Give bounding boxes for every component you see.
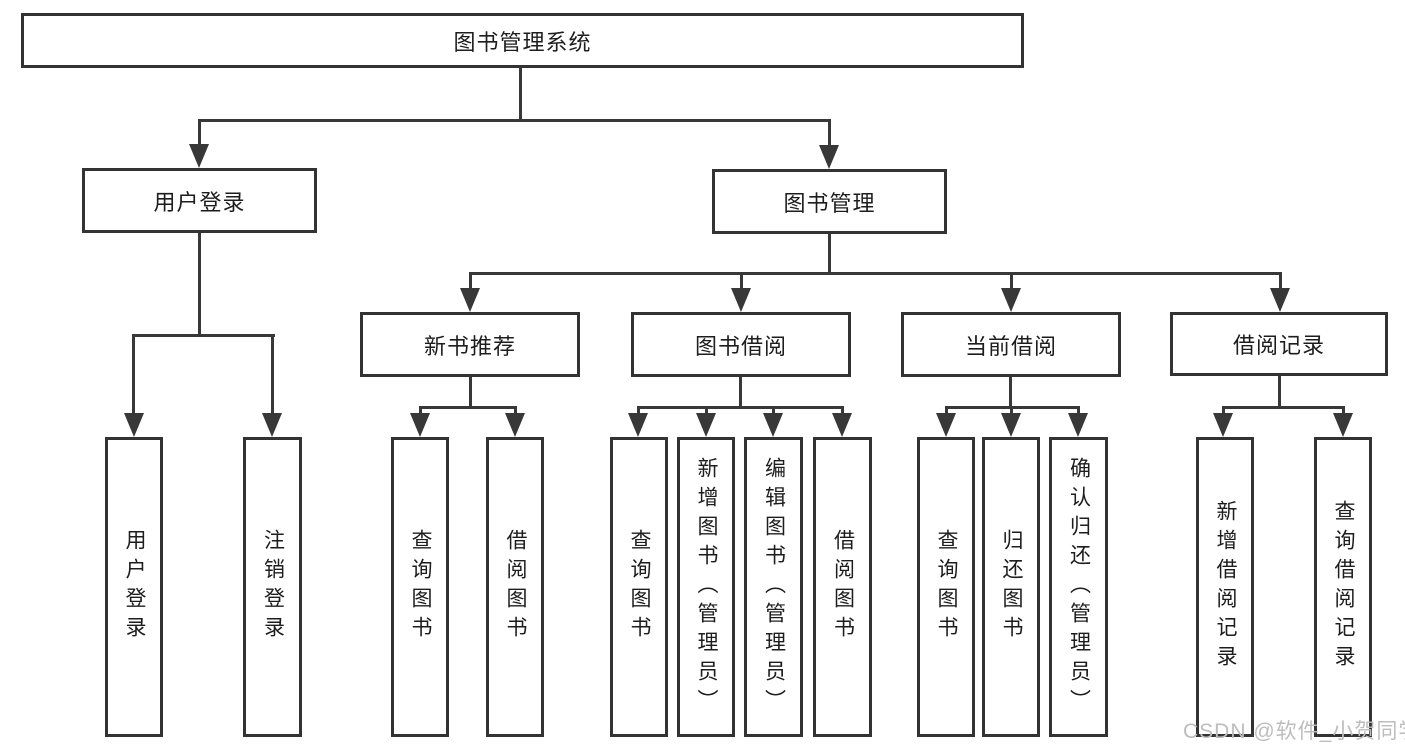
leaf-logout: 注销登录 [243, 437, 302, 737]
arrow-down-icon [410, 413, 430, 437]
connector-down [469, 377, 472, 409]
arrow-down-icon [262, 413, 282, 437]
arrow-down-icon [763, 413, 783, 437]
leaf-user-login: 用户登录 [105, 437, 163, 737]
node-library-management-system: 图书管理系统 [21, 13, 1024, 68]
connector-level3-stem [1279, 272, 1282, 293]
leaf-confirm-return-admin: 确认归还（管理员） [1049, 437, 1108, 737]
connector-leaf-stem [1077, 406, 1080, 417]
arrow-down-icon [936, 413, 956, 437]
connector-level3-stem [1010, 272, 1013, 293]
connector-root-stem [519, 67, 522, 121]
leaf-query-books-3: 查询图书 [917, 437, 975, 737]
arrow-down-icon [1270, 288, 1290, 312]
leaf-query-books-1: 查询图书 [391, 437, 449, 737]
connector-down [1009, 377, 1012, 409]
connector-leaf-stem [271, 334, 274, 419]
arrow-down-icon [628, 413, 648, 437]
connector-book-management-down [828, 234, 831, 275]
connector-leaf-stem [945, 406, 948, 417]
connector-user-login-down [198, 233, 201, 337]
connector-down [739, 377, 742, 409]
node-new-book-recommend: 新书推荐 [360, 312, 580, 377]
arrow-down-icon [505, 413, 525, 437]
connector-leaf-stem [705, 406, 708, 417]
connector-leaf-stem [1222, 406, 1225, 417]
csdn-watermark: CSDN @软件_小贺同学 [1183, 720, 1405, 743]
connector-leaf-stem [841, 406, 844, 417]
arrow-down-icon [1001, 413, 1021, 437]
connector-leaf-stem [637, 406, 640, 417]
arrow-down-icon [819, 145, 839, 169]
leaf-return-books: 归还图书 [982, 437, 1040, 737]
arrow-down-icon [460, 288, 480, 312]
connector-level3-stem [469, 272, 472, 293]
arrow-down-icon [1068, 413, 1088, 437]
arrow-down-icon [832, 413, 852, 437]
connector-leaf-stem [132, 334, 135, 419]
leaf-add-books-admin: 新增图书（管理员） [677, 437, 735, 737]
leaf-edit-books-admin: 编辑图书（管理员） [744, 437, 803, 737]
connector-user-login-stem [198, 119, 201, 150]
arrow-down-icon [1333, 413, 1353, 437]
node-book-borrow: 图书借阅 [631, 312, 851, 377]
connector-branch [637, 406, 844, 409]
node-current-borrow: 当前借阅 [901, 312, 1121, 377]
node-borrow-records: 借阅记录 [1170, 312, 1388, 376]
arrow-down-icon [731, 288, 751, 312]
connector-level3-stem [740, 272, 743, 293]
arrow-down-icon [124, 413, 144, 437]
node-user-login: 用户登录 [82, 168, 317, 233]
leaf-add-borrow-record: 新增借阅记录 [1196, 437, 1254, 737]
connector-leaf-stem [514, 406, 517, 417]
leaf-query-borrow-record: 查询借阅记录 [1314, 437, 1372, 737]
connector-leaf-stem [772, 406, 775, 417]
connector-book-management-branch [469, 272, 1282, 275]
leaf-query-books-2: 查询图书 [610, 437, 668, 737]
leaf-borrow-books-1: 借阅图书 [486, 437, 544, 737]
connector-branch [419, 406, 517, 409]
connector-root-branch [198, 119, 831, 122]
arrow-down-icon [189, 144, 209, 168]
connector-leaf-stem [1010, 406, 1013, 417]
leaf-borrow-books-2: 借阅图书 [813, 437, 872, 737]
connector-branch [1222, 406, 1345, 409]
connector-user-login-branch [132, 334, 275, 337]
connector-leaf-stem [419, 406, 422, 417]
arrow-down-icon [696, 413, 716, 437]
arrow-down-icon [1213, 413, 1233, 437]
connector-book-management-stem [828, 119, 831, 150]
arrow-down-icon [1001, 288, 1021, 312]
connector-down [1278, 376, 1281, 409]
node-book-management: 图书管理 [712, 169, 947, 234]
connector-leaf-stem [1342, 406, 1345, 417]
